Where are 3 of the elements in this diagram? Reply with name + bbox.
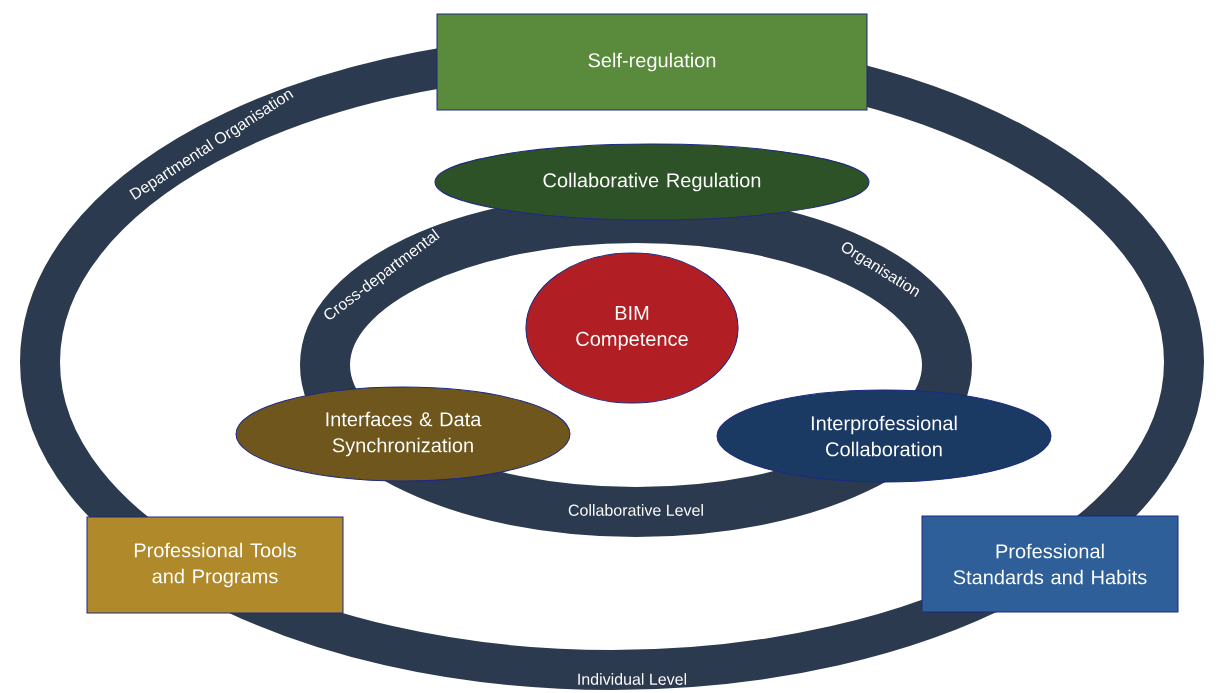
label-box: Professional Standards and Habits (921, 515, 1179, 613)
node-label: Individual Level (578, 673, 687, 685)
title-box: Self-regulation (436, 13, 868, 111)
